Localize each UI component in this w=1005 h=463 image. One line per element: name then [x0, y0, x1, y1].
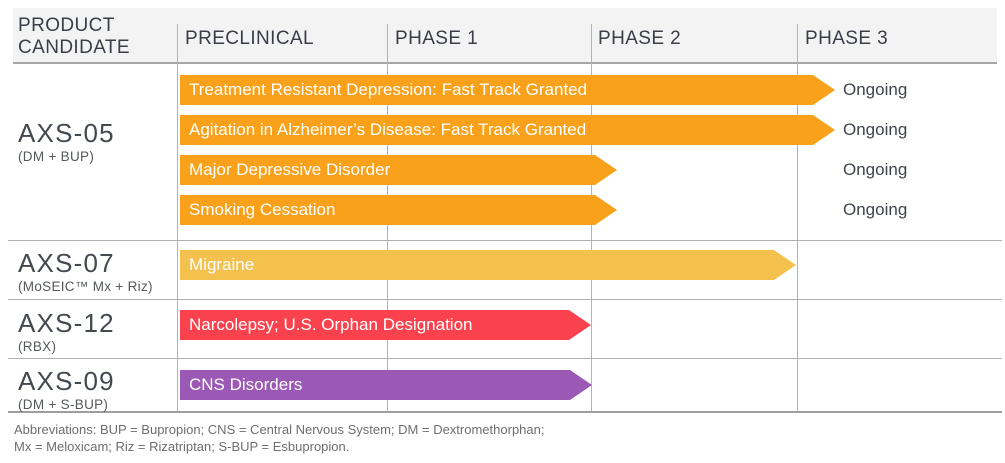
row-divider [8, 358, 1002, 359]
abbreviations-footnote: Abbreviations: BUP = Bupropion; CNS = Ce… [14, 421, 544, 455]
column-header-preclinical: PRECLINICAL [185, 28, 314, 49]
product-composition: (MoSEIC™ Mx + Riz) [18, 279, 153, 294]
pipeline-bar-agitation: Agitation in Alzheimer’s Disease: Fast T… [180, 115, 835, 145]
pipeline-bar-smoking: Smoking Cessation [180, 195, 617, 225]
pipeline-bar-migraine: Migraine [180, 250, 796, 280]
status-ongoing: Ongoing [843, 160, 908, 179]
row-divider [8, 240, 1002, 241]
product-name: AXS-07 [18, 248, 115, 278]
chart-bottom-border [8, 411, 1002, 413]
status-ongoing: Ongoing [843, 80, 908, 99]
product-composition: (DM + BUP) [18, 149, 95, 164]
product-name: AXS-05 [18, 118, 115, 148]
product-header-line1: PRODUCT [18, 15, 115, 36]
header-underline [13, 62, 997, 64]
pipeline-bar-trd: Treatment Resistant Depression: Fast Tra… [180, 75, 835, 105]
product-header-line2: CANDIDATE [18, 37, 130, 58]
product-label-axs09: AXS-09 (DM + S-BUP) [18, 366, 115, 412]
pipeline-bar-mdd: Major Depressive Disorder [180, 155, 617, 185]
pipeline-bar-narcolepsy: Narcolepsy; U.S. Orphan Designation [180, 310, 591, 340]
footnote-line2: Mx = Meloxicam; Riz = Rizatriptan; S-BUP… [14, 439, 350, 454]
product-composition: (DM + S-BUP) [18, 397, 109, 412]
column-header-phase1: PHASE 1 [395, 28, 479, 49]
product-candidate-column-header: PRODUCT CANDIDATE [18, 15, 130, 59]
pipeline-bar-cns: CNS Disorders [180, 370, 592, 400]
product-label-axs12: AXS-12 (RBX) [18, 308, 115, 354]
column-header-phase3: PHASE 3 [805, 28, 889, 49]
product-label-axs07: AXS-07 (MoSEIC™ Mx + Riz) [18, 248, 153, 294]
row-divider [8, 299, 1002, 300]
column-divider [797, 24, 798, 411]
product-composition: (RBX) [18, 339, 57, 354]
product-name: AXS-12 [18, 308, 115, 338]
footnote-line1: Abbreviations: BUP = Bupropion; CNS = Ce… [14, 422, 545, 437]
status-ongoing: Ongoing [843, 200, 908, 219]
column-divider [177, 24, 178, 411]
column-header-phase2: PHASE 2 [598, 28, 682, 49]
status-ongoing: Ongoing [843, 120, 908, 139]
product-label-axs05: AXS-05 (DM + BUP) [18, 118, 115, 164]
product-name: AXS-09 [18, 366, 115, 396]
